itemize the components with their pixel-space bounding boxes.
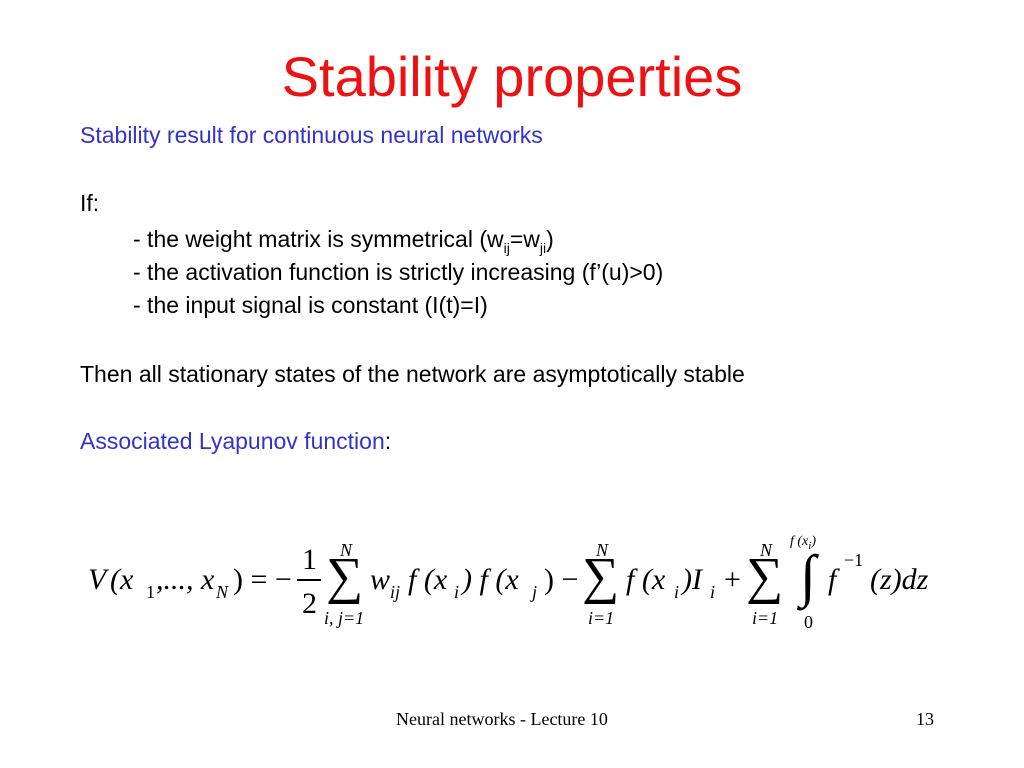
fraction-bar bbox=[297, 579, 321, 581]
fraction-numerator: 1 bbox=[302, 543, 317, 576]
conclusion: Then all stationary states of the networ… bbox=[80, 361, 745, 387]
bullet-activation: - the activation function is strictly in… bbox=[133, 259, 664, 285]
int-top-sub: i bbox=[808, 540, 812, 552]
formula-close-eq: ) = − bbox=[233, 563, 292, 596]
term3-sup: −1 bbox=[844, 550, 864, 570]
formula-sub1: 1 bbox=[146, 582, 155, 602]
int-top-f: f (x bbox=[790, 534, 809, 549]
term3-b: (z)dz bbox=[870, 563, 929, 596]
int-top-end: ) bbox=[811, 534, 816, 549]
term2-b-sub: i bbox=[710, 582, 716, 602]
bullet-mid: =w bbox=[509, 226, 540, 252]
subscript-ij: ij bbox=[503, 240, 510, 256]
formula-V: V bbox=[88, 563, 107, 596]
footer-lecture: Neural networks - Lecture 10 bbox=[396, 709, 608, 729]
footer-page-number: 13 bbox=[916, 709, 934, 729]
term1-c-sub: j bbox=[532, 582, 538, 602]
sum2-bottom: i=1 bbox=[588, 608, 615, 628]
sum2-top: N bbox=[596, 540, 609, 560]
term2-b: )I bbox=[682, 563, 702, 596]
term1-sub: ij bbox=[390, 582, 401, 602]
formula-args: (x bbox=[110, 563, 134, 596]
term2-sub: i bbox=[674, 582, 680, 602]
sum2-sigma: ∑ bbox=[582, 548, 620, 605]
fraction-denominator: 2 bbox=[302, 587, 317, 620]
formula-plus: + bbox=[724, 563, 741, 596]
sum1-bottom: i, j=1 bbox=[324, 608, 365, 628]
bullet-text: - the weight matrix is symmetrical (w bbox=[133, 226, 504, 252]
bullet-weight-matrix: - the weight matrix is symmetrical (wij=… bbox=[133, 224, 554, 256]
subtitle: Stability result for continuous neural n… bbox=[80, 122, 543, 148]
term1-d: ) − bbox=[544, 563, 579, 596]
if-label: If: bbox=[80, 190, 100, 216]
integral-sign: ∫ bbox=[800, 543, 816, 608]
term1-c: ) f (x bbox=[462, 563, 519, 596]
sum1-top: N bbox=[340, 540, 353, 560]
sum3-sigma: ∑ bbox=[746, 548, 784, 605]
lyapunov-colon: : bbox=[384, 428, 392, 454]
subscript-ji: ji bbox=[539, 240, 547, 256]
lyapunov-heading: Associated Lyapunov function: bbox=[80, 426, 391, 456]
term1-w: w bbox=[370, 563, 391, 596]
lyapunov-label: Associated Lyapunov function bbox=[80, 428, 385, 454]
term1-b-sub: i bbox=[454, 582, 460, 602]
int-bottom: 0 bbox=[804, 612, 813, 632]
sum3-bottom: i=1 bbox=[752, 608, 779, 628]
formula-dots: ,..., x bbox=[156, 563, 215, 596]
slide-title: Stability properties bbox=[281, 45, 743, 108]
term3-f: f bbox=[828, 563, 837, 596]
formula-subN: N bbox=[216, 582, 229, 602]
int-top: f (xi) bbox=[790, 534, 816, 552]
term2: f (x bbox=[626, 563, 666, 596]
lyapunov-formula: V (x 1 ,..., x N ) = − 1 2 N ∑ i, j=1 w … bbox=[88, 535, 948, 635]
bullet-end: ) bbox=[546, 226, 554, 252]
term1-b: f (x bbox=[408, 563, 448, 596]
bullet-input-signal: - the input signal is constant (I(t)=I) bbox=[133, 292, 488, 318]
sum3-top: N bbox=[760, 540, 773, 560]
sum1-sigma: ∑ bbox=[326, 548, 364, 605]
